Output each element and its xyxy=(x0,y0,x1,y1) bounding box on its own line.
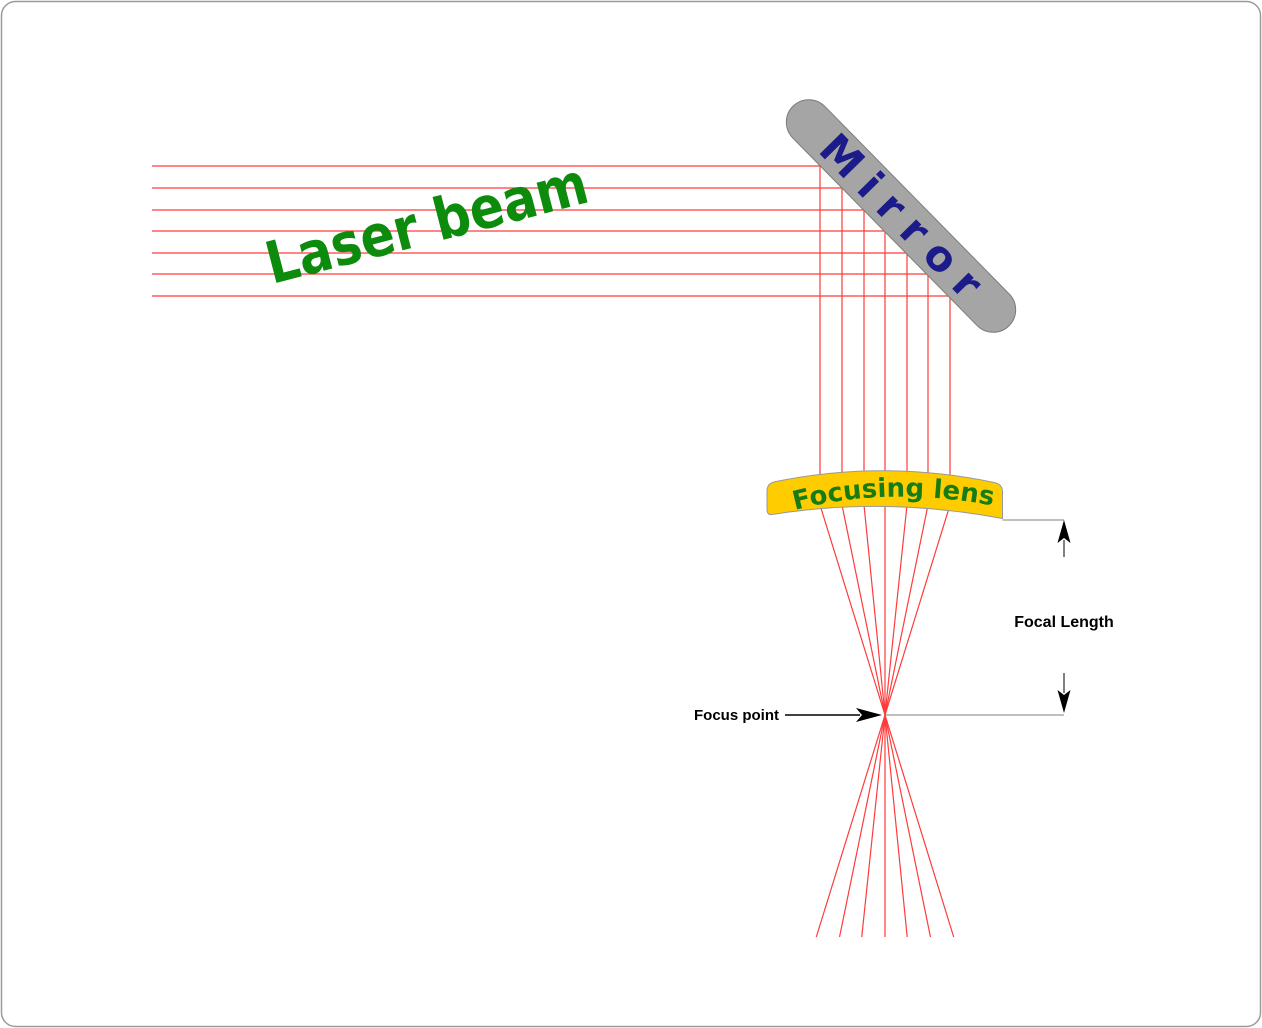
mirror-bar xyxy=(785,99,1017,333)
right-arrow-icon xyxy=(856,708,882,722)
focus-point-annotation: Focus point xyxy=(694,707,882,724)
up-arrow-icon xyxy=(1057,520,1071,543)
focal-length-dimension: Focal Length xyxy=(886,519,1114,716)
down-arrow-icon xyxy=(1057,690,1071,713)
focusing-lens: Focusing lens xyxy=(766,470,1003,520)
focal-length-label: Focal Length xyxy=(1014,614,1114,631)
lens-body xyxy=(766,470,1003,520)
focus-point-label: Focus point xyxy=(694,707,779,724)
